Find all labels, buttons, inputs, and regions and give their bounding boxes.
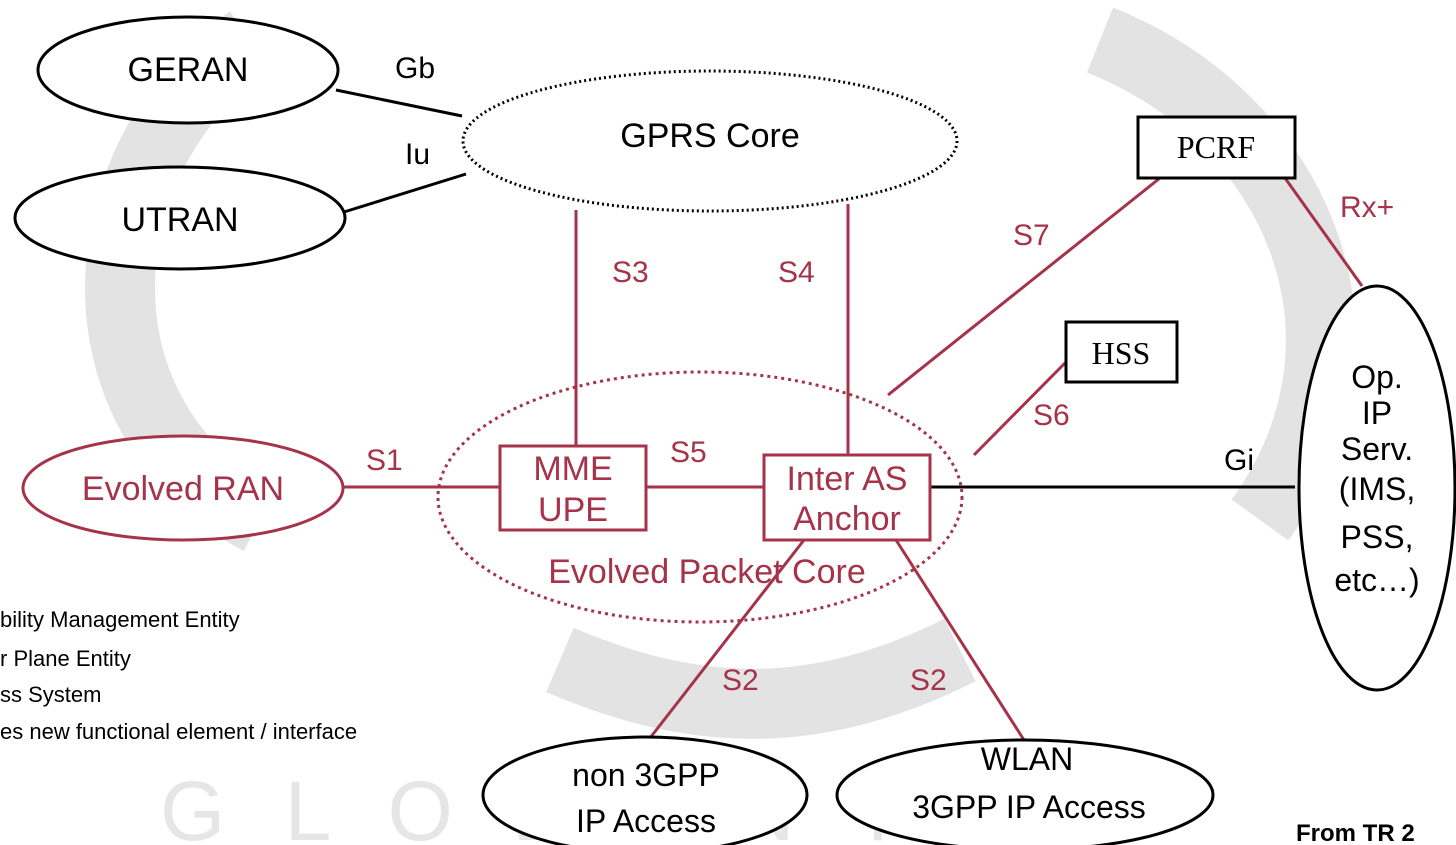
node-utran: UTRAN — [13, 165, 347, 271]
epc-ellipse — [436, 370, 964, 624]
op-ip-line-1: Op. — [1351, 359, 1403, 395]
node-mme-upe: MME UPE — [498, 444, 648, 532]
node-non3gpp-access: non 3GPP IP Access — [481, 735, 809, 845]
label-iu: Iu — [405, 138, 430, 171]
link-s6 — [972, 360, 1068, 457]
node-inter-as-anchor: Inter AS Anchor — [762, 453, 932, 542]
mme-upe-box — [498, 444, 648, 532]
label-gb: Gb — [395, 52, 435, 85]
source-note: From TR 2 — [1296, 820, 1415, 845]
legend-line-4: es new functional element / interface — [0, 719, 357, 744]
hss-label: HSS — [1092, 335, 1151, 371]
label-s1: S1 — [366, 444, 403, 477]
inter-as-label: Inter AS — [787, 460, 908, 498]
wlan-line-2: 3GPP IP Access — [912, 789, 1146, 825]
link-s2-left — [648, 539, 806, 739]
link-gb — [335, 88, 463, 118]
label-s2-right: S2 — [910, 664, 947, 697]
geran-label: GERAN — [128, 51, 249, 89]
legend: bility Management Entity r Plane Entity … — [0, 607, 357, 744]
node-gprs-core: GPRS Core — [461, 69, 959, 213]
wlan-line-1: WLAN — [981, 741, 1073, 777]
node-wlan-access: WLAN 3GPP IP Access — [835, 738, 1215, 845]
legend-line-1: bility Management Entity — [0, 607, 240, 632]
op-ip-line-6: etc…) — [1334, 562, 1419, 598]
connections — [335, 88, 1364, 741]
node-hss: HSS — [1064, 320, 1179, 384]
non3gpp-ellipse — [481, 735, 809, 845]
legend-line-2: r Plane Entity — [0, 646, 131, 671]
epc-label: Evolved Packet Core — [548, 553, 866, 591]
anchor-label: Anchor — [793, 500, 901, 538]
node-pcrf: PCRF — [1136, 115, 1297, 180]
hss-box — [1064, 320, 1179, 384]
interface-labels: Gb Iu S3 S4 S7 Rx+ S6 S1 S5 Gi S2 S2 — [366, 52, 1394, 697]
op-ip-line-2: IP — [1362, 395, 1392, 431]
node-geran: GERAN — [36, 15, 340, 125]
pcrf-box — [1136, 115, 1297, 180]
label-s7: S7 — [1013, 219, 1050, 252]
label-s3: S3 — [612, 256, 649, 289]
geran-ellipse — [36, 15, 340, 125]
op-ip-line-4: (IMS, — [1339, 471, 1415, 507]
label-s2-left: S2 — [722, 664, 759, 697]
label-rx: Rx+ — [1340, 191, 1394, 224]
op-ip-line-5: PSS, — [1341, 519, 1414, 555]
node-evolved-ran: Evolved RAN — [21, 434, 345, 542]
wlan-ellipse — [835, 738, 1215, 845]
op-ip-ellipse — [1297, 284, 1456, 692]
mme-label: MME — [533, 450, 612, 488]
utran-label: UTRAN — [121, 201, 238, 239]
watermark-arc-3 — [546, 618, 976, 739]
link-iu — [343, 172, 467, 214]
label-s5: S5 — [670, 436, 707, 469]
label-gi: Gi — [1224, 444, 1254, 477]
node-epc: Evolved Packet Core — [436, 370, 964, 624]
gprs-core-ellipse — [461, 69, 959, 213]
op-ip-line-3: Serv. — [1341, 431, 1413, 467]
link-rx — [1283, 177, 1364, 287]
inter-as-anchor-box — [762, 453, 932, 542]
upe-label: UPE — [538, 491, 608, 529]
pcrf-label: PCRF — [1177, 129, 1255, 165]
node-op-ip-services: Op. IP Serv. (IMS, PSS, etc…) — [1297, 284, 1456, 692]
label-s4: S4 — [778, 256, 815, 289]
watermark-arc-2 — [1086, 7, 1356, 541]
link-s2-right — [894, 539, 1026, 741]
utran-ellipse — [13, 165, 347, 271]
evolved-ran-label: Evolved RAN — [82, 470, 284, 508]
label-s6: S6 — [1033, 399, 1070, 432]
gprs-core-label: GPRS Core — [620, 117, 800, 155]
non3gpp-line-1: non 3GPP — [572, 757, 720, 793]
link-s7 — [887, 176, 1161, 397]
non3gpp-line-2: IP Access — [576, 803, 716, 839]
evolved-ran-ellipse — [21, 434, 345, 542]
legend-line-3: ss System — [0, 682, 101, 707]
